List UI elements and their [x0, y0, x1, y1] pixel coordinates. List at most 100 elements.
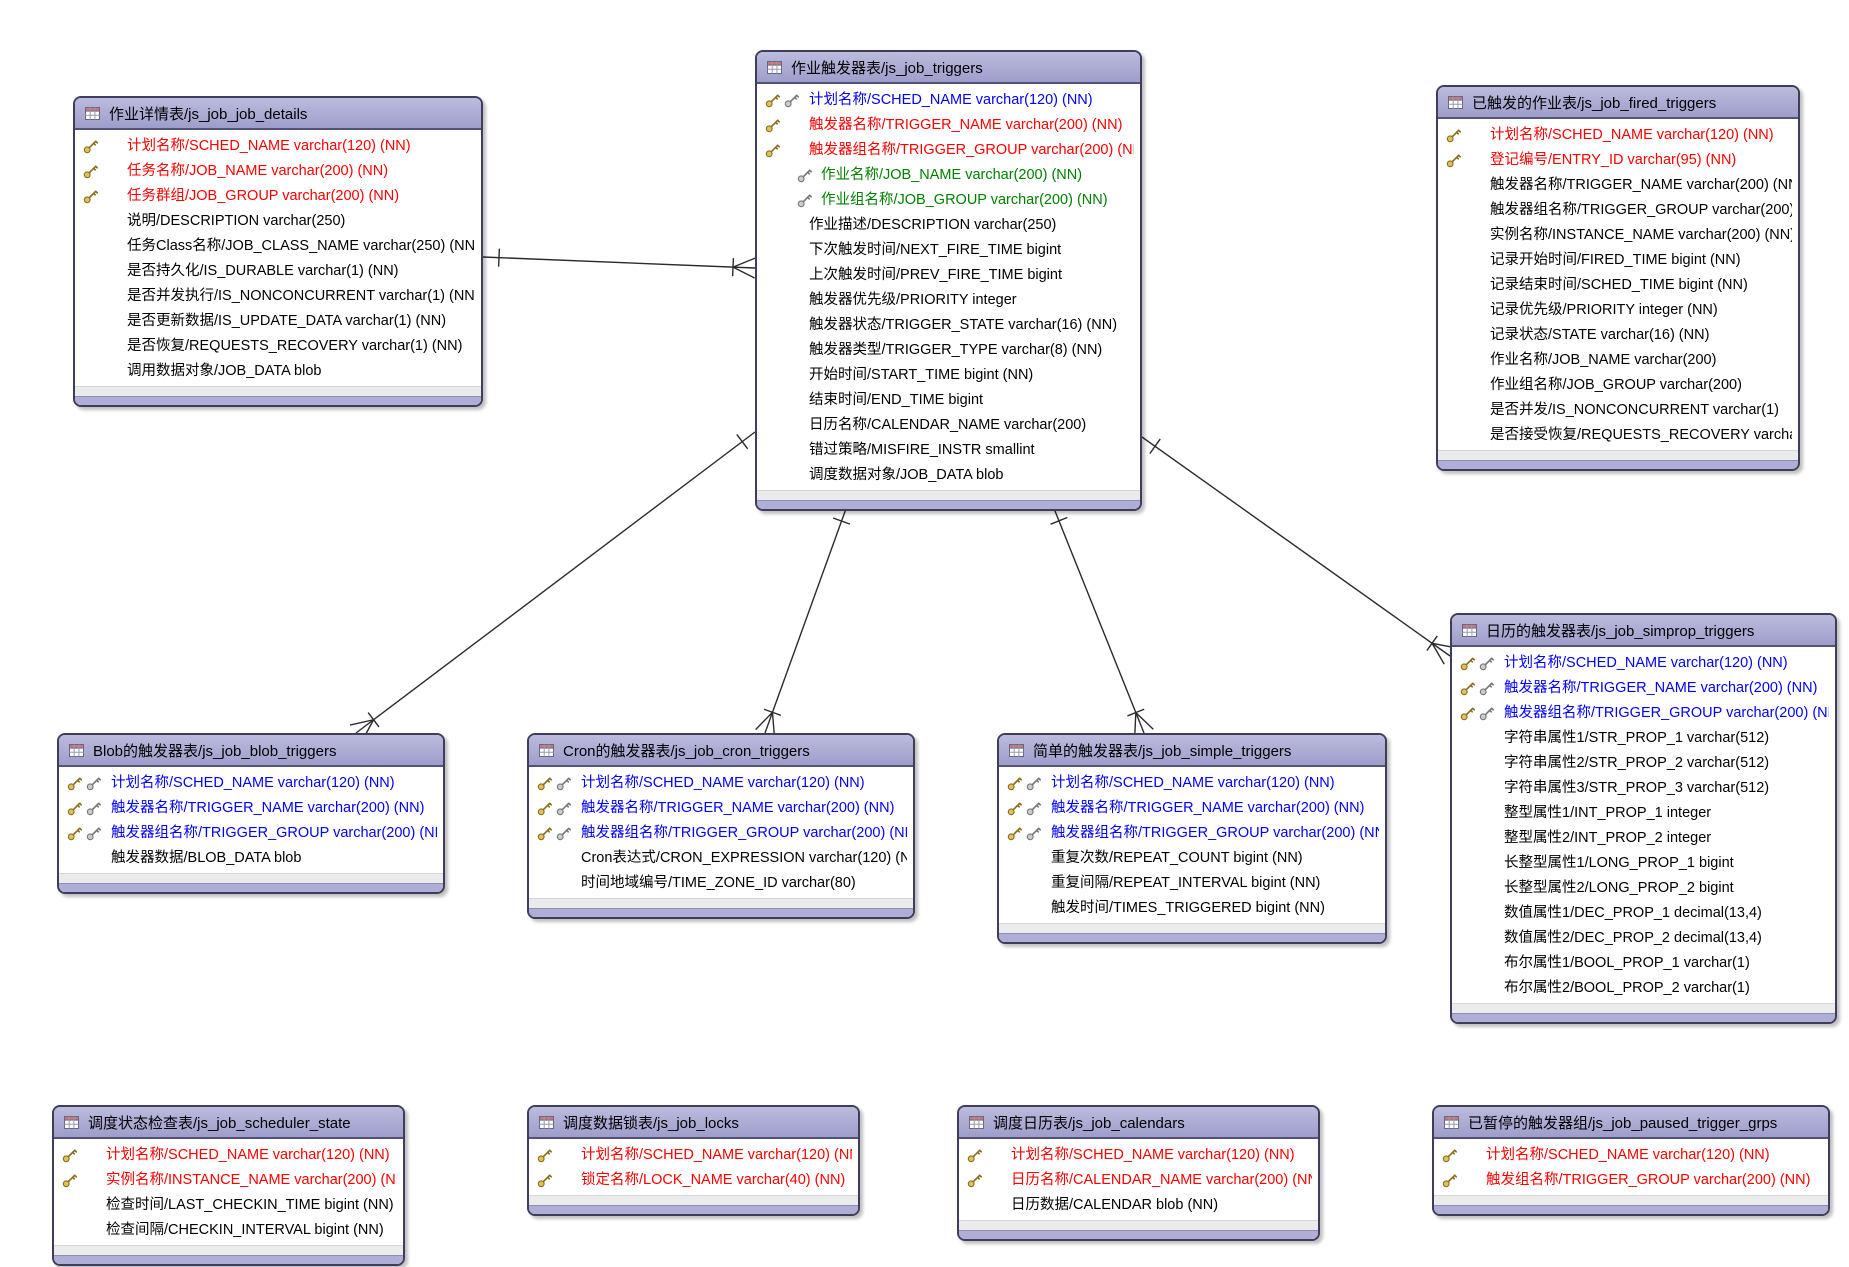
table-field-row[interactable]: 检查间隔/CHECKIN_INTERVAL bigint (NN) [54, 1218, 403, 1243]
table-field-row[interactable]: 长整型属性1/LONG_PROP_1 bigint [1452, 851, 1835, 876]
table-field-row[interactable]: 作业描述/DESCRIPTION varchar(250) [757, 213, 1140, 238]
table-field-row[interactable]: 任务名称/JOB_NAME varchar(200) (NN) [75, 159, 481, 184]
table-field-row[interactable]: 触发器名称/TRIGGER_NAME varchar(200) (NN) [1452, 676, 1835, 701]
table-field-row[interactable]: 是否更新数据/IS_UPDATE_DATA varchar(1) (NN) [75, 309, 481, 334]
table-field-row[interactable]: 任务Class名称/JOB_CLASS_NAME varchar(250) (N… [75, 234, 481, 259]
table-field-row[interactable]: 是否持久化/IS_DURABLE varchar(1) (NN) [75, 259, 481, 284]
table-field-row[interactable]: 记录状态/STATE varchar(16) (NN) [1438, 323, 1798, 348]
table-field-row[interactable]: 下次触发时间/NEXT_FIRE_TIME bigint [757, 238, 1140, 263]
table-field-row[interactable]: 重复间隔/REPEAT_INTERVAL bigint (NN) [999, 871, 1385, 896]
table-field-row[interactable]: 数值属性2/DEC_PROP_2 decimal(13,4) [1452, 926, 1835, 951]
table-field-row[interactable]: 是否并发执行/IS_NONCONCURRENT varchar(1) (NN) [75, 284, 481, 309]
table-field-row[interactable]: 日历名称/CALENDAR_NAME varchar(200) (NN) [959, 1168, 1318, 1193]
table-js_job_paused_trigger_grps[interactable]: 已暂停的触发器组/js_job_paused_trigger_grps 计划名称… [1432, 1105, 1830, 1216]
table-field-row[interactable]: 日历名称/CALENDAR_NAME varchar(200) [757, 413, 1140, 438]
table-field-row[interactable]: 计划名称/SCHED_NAME varchar(120) (NN) [999, 771, 1385, 796]
table-header[interactable]: 作业触发器表/js_job_triggers [757, 52, 1140, 84]
table-field-row[interactable]: 作业组名称/JOB_GROUP varchar(200) (NN) [757, 188, 1140, 213]
table-field-row[interactable]: 计划名称/SCHED_NAME varchar(120) (NN) [59, 771, 443, 796]
table-field-row[interactable]: 长整型属性2/LONG_PROP_2 bigint [1452, 876, 1835, 901]
table-field-row[interactable]: 触发器名称/TRIGGER_NAME varchar(200) (NN) [999, 796, 1385, 821]
table-header[interactable]: 调度状态检查表/js_job_scheduler_state [54, 1107, 403, 1139]
table-js_job_simprop_triggers[interactable]: 日历的触发器表/js_job_simprop_triggers 计划名称/SCH… [1450, 613, 1837, 1024]
table-field-row[interactable]: 计划名称/SCHED_NAME varchar(120) (NN) [959, 1143, 1318, 1168]
table-js_job_simple_triggers[interactable]: 简单的触发器表/js_job_simple_triggers 计划名称/SCHE… [997, 733, 1387, 944]
table-field-row[interactable]: 调度数据对象/JOB_DATA blob [757, 463, 1140, 488]
table-field-row[interactable]: 实例名称/INSTANCE_NAME varchar(200) (NN) [1438, 223, 1798, 248]
table-field-row[interactable]: 记录优先级/PRIORITY integer (NN) [1438, 298, 1798, 323]
table-field-row[interactable]: 锁定名称/LOCK_NAME varchar(40) (NN) [529, 1168, 858, 1193]
table-js_job_locks[interactable]: 调度数据锁表/js_job_locks 计划名称/SCHED_NAME varc… [527, 1105, 860, 1216]
table-header[interactable]: 已触发的作业表/js_job_fired_triggers [1438, 87, 1798, 119]
table-header[interactable]: 日历的触发器表/js_job_simprop_triggers [1452, 615, 1835, 647]
table-js_job_cron_triggers[interactable]: Cron的触发器表/js_job_cron_triggers 计划名称/SCHE… [527, 733, 915, 919]
table-field-row[interactable]: 是否恢复/REQUESTS_RECOVERY varchar(1) (NN) [75, 334, 481, 359]
table-field-row[interactable]: 触发器组名称/TRIGGER_GROUP varchar(200) (NN) [999, 821, 1385, 846]
table-header[interactable]: 已暂停的触发器组/js_job_paused_trigger_grps [1434, 1107, 1828, 1139]
table-field-row[interactable]: 计划名称/SCHED_NAME varchar(120) (NN) [757, 88, 1140, 113]
table-field-row[interactable]: 整型属性1/INT_PROP_1 integer [1452, 801, 1835, 826]
table-field-row[interactable]: 布尔属性2/BOOL_PROP_2 varchar(1) [1452, 976, 1835, 1001]
table-field-row[interactable]: 触发器组名称/TRIGGER_GROUP varchar(200) (NN) [59, 821, 443, 846]
table-js_job_blob_triggers[interactable]: Blob的触发器表/js_job_blob_triggers 计划名称/SCHE… [57, 733, 445, 894]
table-field-row[interactable]: 计划名称/SCHED_NAME varchar(120) (NN) [1434, 1143, 1828, 1168]
table-field-row[interactable]: 触发器名称/TRIGGER_NAME varchar(200) (NN) [757, 113, 1140, 138]
table-field-row[interactable]: 计划名称/SCHED_NAME varchar(120) (NN) [54, 1143, 403, 1168]
table-field-row[interactable]: 开始时间/START_TIME bigint (NN) [757, 363, 1140, 388]
table-field-row[interactable]: 字符串属性3/STR_PROP_3 varchar(512) [1452, 776, 1835, 801]
table-field-row[interactable]: 结束时间/END_TIME bigint [757, 388, 1140, 413]
table-field-row[interactable]: 说明/DESCRIPTION varchar(250) [75, 209, 481, 234]
table-field-row[interactable]: 触发时间/TIMES_TRIGGERED bigint (NN) [999, 896, 1385, 921]
table-field-row[interactable]: 登记编号/ENTRY_ID varchar(95) (NN) [1438, 148, 1798, 173]
table-field-row[interactable]: 上次触发时间/PREV_FIRE_TIME bigint [757, 263, 1140, 288]
table-field-row[interactable]: 触发器名称/TRIGGER_NAME varchar(200) (NN) [1438, 173, 1798, 198]
table-field-row[interactable]: 触发器组名称/TRIGGER_GROUP varchar(200) (NN) [529, 821, 913, 846]
table-field-row[interactable]: 作业名称/JOB_NAME varchar(200) [1438, 348, 1798, 373]
table-field-row[interactable]: 计划名称/SCHED_NAME varchar(120) (NN) [1438, 123, 1798, 148]
table-field-row[interactable]: 触发组名称/TRIGGER_GROUP varchar(200) (NN) [1434, 1168, 1828, 1193]
table-field-row[interactable]: 触发器名称/TRIGGER_NAME varchar(200) (NN) [59, 796, 443, 821]
table-field-row[interactable]: 作业名称/JOB_NAME varchar(200) (NN) [757, 163, 1140, 188]
table-field-row[interactable]: 触发器状态/TRIGGER_STATE varchar(16) (NN) [757, 313, 1140, 338]
table-field-row[interactable]: 触发器组名称/TRIGGER_GROUP varchar(200) (NN) [1438, 198, 1798, 223]
table-field-row[interactable]: 触发器组名称/TRIGGER_GROUP varchar(200) (NN) [1452, 701, 1835, 726]
table-field-row[interactable]: 任务群组/JOB_GROUP varchar(200) (NN) [75, 184, 481, 209]
table-field-row[interactable]: 检查时间/LAST_CHECKIN_TIME bigint (NN) [54, 1193, 403, 1218]
table-field-row[interactable]: 触发器优先级/PRIORITY integer [757, 288, 1140, 313]
table-field-row[interactable]: 计划名称/SCHED_NAME varchar(120) (NN) [529, 1143, 858, 1168]
table-field-row[interactable]: 触发器组名称/TRIGGER_GROUP varchar(200) (NN) [757, 138, 1140, 163]
table-field-row[interactable]: 是否并发/IS_NONCONCURRENT varchar(1) [1438, 398, 1798, 423]
table-field-row[interactable]: Cron表达式/CRON_EXPRESSION varchar(120) (NN… [529, 846, 913, 871]
table-field-row[interactable]: 记录开始时间/FIRED_TIME bigint (NN) [1438, 248, 1798, 273]
table-field-row[interactable]: 字符串属性2/STR_PROP_2 varchar(512) [1452, 751, 1835, 776]
table-header[interactable]: 调度数据锁表/js_job_locks [529, 1107, 858, 1139]
table-field-row[interactable]: 时间地域编号/TIME_ZONE_ID varchar(80) [529, 871, 913, 896]
table-header[interactable]: 调度日历表/js_job_calendars [959, 1107, 1318, 1139]
table-js_job_fired_triggers[interactable]: 已触发的作业表/js_job_fired_triggers 计划名称/SCHED… [1436, 85, 1800, 471]
table-field-row[interactable]: 触发器类型/TRIGGER_TYPE varchar(8) (NN) [757, 338, 1140, 363]
table-field-row[interactable]: 错过策略/MISFIRE_INSTR smallint [757, 438, 1140, 463]
table-field-row[interactable]: 数值属性1/DEC_PROP_1 decimal(13,4) [1452, 901, 1835, 926]
table-js_job_scheduler_state[interactable]: 调度状态检查表/js_job_scheduler_state 计划名称/SCHE… [52, 1105, 405, 1266]
table-field-row[interactable]: 字符串属性1/STR_PROP_1 varchar(512) [1452, 726, 1835, 751]
table-field-row[interactable]: 重复次数/REPEAT_COUNT bigint (NN) [999, 846, 1385, 871]
table-js_job_calendars[interactable]: 调度日历表/js_job_calendars 计划名称/SCHED_NAME v… [957, 1105, 1320, 1241]
table-field-row[interactable]: 计划名称/SCHED_NAME varchar(120) (NN) [529, 771, 913, 796]
table-header[interactable]: Cron的触发器表/js_job_cron_triggers [529, 735, 913, 767]
table-field-row[interactable]: 计划名称/SCHED_NAME varchar(120) (NN) [75, 134, 481, 159]
table-field-row[interactable]: 调用数据对象/JOB_DATA blob [75, 359, 481, 384]
table-field-row[interactable]: 整型属性2/INT_PROP_2 integer [1452, 826, 1835, 851]
table-field-row[interactable]: 触发器数据/BLOB_DATA blob [59, 846, 443, 871]
table-field-row[interactable]: 日历数据/CALENDAR blob (NN) [959, 1193, 1318, 1218]
table-field-row[interactable]: 实例名称/INSTANCE_NAME varchar(200) (NN) [54, 1168, 403, 1193]
table-field-row[interactable]: 是否接受恢复/REQUESTS_RECOVERY varchar(1) [1438, 423, 1798, 448]
table-field-row[interactable]: 计划名称/SCHED_NAME varchar(120) (NN) [1452, 651, 1835, 676]
table-js_job_triggers[interactable]: 作业触发器表/js_job_triggers 计划名称/SCHED_NAME v… [755, 50, 1142, 511]
table-field-row[interactable]: 布尔属性1/BOOL_PROP_1 varchar(1) [1452, 951, 1835, 976]
table-field-row[interactable]: 触发器名称/TRIGGER_NAME varchar(200) (NN) [529, 796, 913, 821]
table-header[interactable]: 简单的触发器表/js_job_simple_triggers [999, 735, 1385, 767]
table-field-row[interactable]: 记录结束时间/SCHED_TIME bigint (NN) [1438, 273, 1798, 298]
table-js_job_job_details[interactable]: 作业详情表/js_job_job_details 计划名称/SCHED_NAME… [73, 96, 483, 407]
table-field-row[interactable]: 作业组名称/JOB_GROUP varchar(200) [1438, 373, 1798, 398]
table-header[interactable]: 作业详情表/js_job_job_details [75, 98, 481, 130]
